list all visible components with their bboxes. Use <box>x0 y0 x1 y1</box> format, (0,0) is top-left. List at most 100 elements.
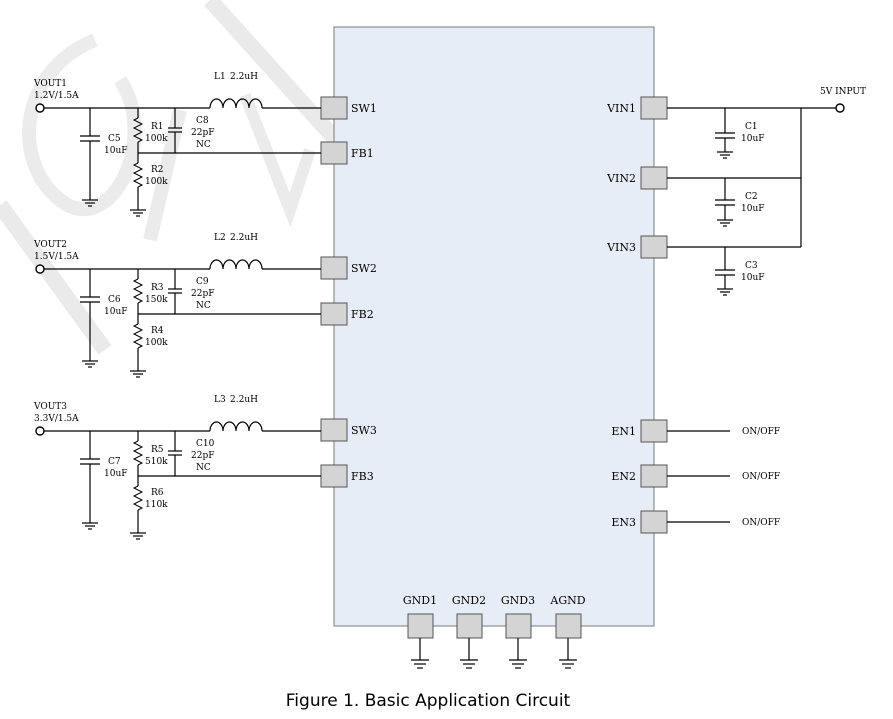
pin-label: SW1 <box>351 102 377 115</box>
enable-section: ON/OFF ON/OFF ON/OFF <box>667 427 780 528</box>
cap-ref: C7 <box>108 457 121 467</box>
pin-label: FB3 <box>351 470 374 483</box>
output-name: VOUT1 <box>33 79 67 89</box>
resistor <box>132 323 144 349</box>
res-value: 100k <box>145 177 168 187</box>
res-ref: R6 <box>151 488 164 498</box>
pin-agnd <box>555 613 582 639</box>
cap-value: 10uF <box>104 469 128 479</box>
cap-value: 10uF <box>104 307 128 317</box>
pin-fb1 <box>320 141 348 165</box>
resistor <box>132 117 144 143</box>
input-section: 5V INPUT C1 10uF C2 10uF C3 10uF <box>667 87 866 296</box>
cap-ref: C6 <box>108 295 121 305</box>
input-label: 5V INPUT <box>820 87 866 97</box>
inductor <box>209 259 263 270</box>
resistor <box>132 278 144 304</box>
inductor-value: 2.2uH <box>230 72 258 82</box>
res-ref: R2 <box>151 165 164 175</box>
cap-value: 10uF <box>741 134 765 144</box>
cap-ref: C8 <box>196 116 209 126</box>
pin-label: VIN3 <box>606 241 636 254</box>
pin-fb3 <box>320 464 348 488</box>
output-rating: 1.2V/1.5A <box>34 91 79 101</box>
res-value: 150k <box>145 295 168 305</box>
pin-label: EN3 <box>611 516 636 529</box>
resistor <box>132 485 144 511</box>
cap-value: 10uF <box>104 146 128 156</box>
right-pins: VIN1 VIN2 VIN3 EN1 EN2 EN3 <box>606 96 668 534</box>
inductor-ref: L1 <box>214 72 226 82</box>
pin-label: GND2 <box>452 594 486 607</box>
inductor-value: 2.2uH <box>230 233 258 243</box>
input-terminal <box>835 103 845 113</box>
pin-sw2 <box>320 256 348 280</box>
pin-en1 <box>640 419 668 443</box>
output-rating: 3.3V/1.5A <box>34 414 79 424</box>
pin-en3 <box>640 510 668 534</box>
res-ref: R5 <box>151 445 164 455</box>
inductor <box>209 421 263 432</box>
pin-vin3 <box>640 235 668 259</box>
pin-label: EN1 <box>611 425 636 438</box>
res-value: 100k <box>145 338 168 348</box>
cap-value: 10uF <box>741 204 765 214</box>
output-terminal <box>35 103 45 113</box>
cap-ref: C9 <box>196 277 209 287</box>
pin-label: SW3 <box>351 424 377 437</box>
pin-label: GND3 <box>501 594 535 607</box>
output-name: VOUT2 <box>33 240 67 250</box>
pin-label: AGND <box>549 594 585 607</box>
cap-value: 22pF <box>191 128 214 138</box>
pin-gnd1 <box>407 613 434 639</box>
output-terminal <box>35 264 45 274</box>
resistor <box>132 162 144 188</box>
pin-label: VIN1 <box>606 102 636 115</box>
inductor-ref: L3 <box>214 395 226 405</box>
en-label: ON/OFF <box>742 427 780 437</box>
output-rating: 1.5V/1.5A <box>34 252 79 262</box>
res-value: 100k <box>145 134 168 144</box>
resistor <box>132 440 144 466</box>
pin-label: VIN2 <box>606 172 636 185</box>
cap-value: 10uF <box>741 273 765 283</box>
left-pins: SW1 FB1 SW2 FB2 SW3 FB3 <box>320 96 377 488</box>
res-value: 110k <box>145 500 168 510</box>
cap-ref: C10 <box>196 439 215 449</box>
cap-value: 22pF <box>191 451 214 461</box>
en-label: ON/OFF <box>742 472 780 482</box>
watermark <box>0 0 351 355</box>
pin-label: FB1 <box>351 147 374 160</box>
cap-value: 22pF <box>191 289 214 299</box>
pin-sw1 <box>320 96 348 120</box>
res-value: 510k <box>145 457 168 467</box>
cap-ref: C2 <box>745 192 758 202</box>
inductor <box>209 98 263 109</box>
output-name: VOUT3 <box>33 402 67 412</box>
figure-caption: Figure 1. Basic Application Circuit <box>286 691 571 711</box>
output-terminal <box>35 426 45 436</box>
res-ref: R4 <box>151 326 164 336</box>
cap-ref: C1 <box>745 122 758 132</box>
pin-label: FB2 <box>351 308 374 321</box>
pin-gnd2 <box>456 613 483 639</box>
pin-label: SW2 <box>351 262 377 275</box>
pin-gnd3 <box>505 613 532 639</box>
inductor-value: 2.2uH <box>230 395 258 405</box>
pin-vin1 <box>640 96 668 120</box>
pin-label: EN2 <box>611 470 636 483</box>
res-ref: R3 <box>151 283 164 293</box>
cap-note: NC <box>196 463 211 473</box>
cap-ref: C3 <box>745 261 758 271</box>
inductor-ref: L2 <box>214 233 226 243</box>
pin-fb2 <box>320 302 348 326</box>
pin-en2 <box>640 464 668 488</box>
pin-sw3 <box>320 418 348 442</box>
pin-vin2 <box>640 166 668 190</box>
cap-note: NC <box>196 301 211 311</box>
